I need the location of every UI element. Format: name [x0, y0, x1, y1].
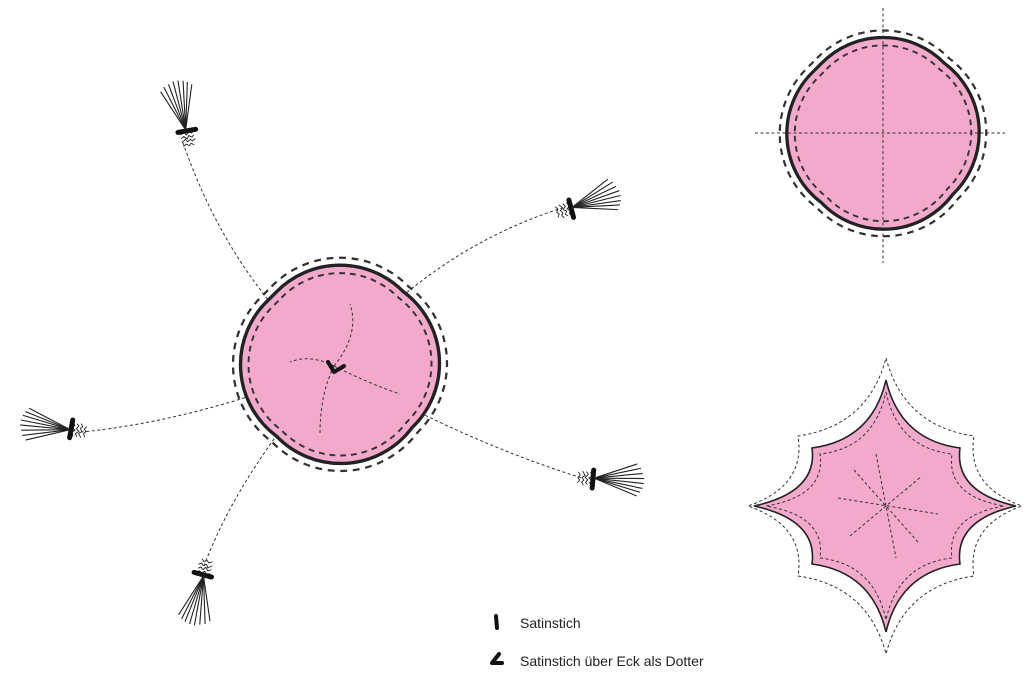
- thread-tassel: [159, 78, 202, 149]
- satin-stitch-bar-icon: [494, 614, 499, 630]
- thread-tassel: [177, 557, 225, 629]
- thread-tassel: [18, 407, 89, 450]
- quatrefoil-template: [755, 8, 1005, 263]
- main-flower: [18, 78, 646, 629]
- corner-satin-stitch-mark: [326, 360, 346, 374]
- thread-tassel: [577, 459, 646, 497]
- corner-satin-stitch-icon: [490, 652, 504, 665]
- legend: Satinstich Satinstich über Eck als Dotte…: [490, 614, 704, 669]
- star-template: [746, 356, 1023, 656]
- thread-path: [332, 207, 563, 367]
- legend-label-satin-stitch: Satinstich: [520, 615, 581, 631]
- legend-label-corner-satin-stitch: Satinstich über Eck als Dotter: [520, 653, 704, 669]
- thread-tassel: [552, 177, 624, 225]
